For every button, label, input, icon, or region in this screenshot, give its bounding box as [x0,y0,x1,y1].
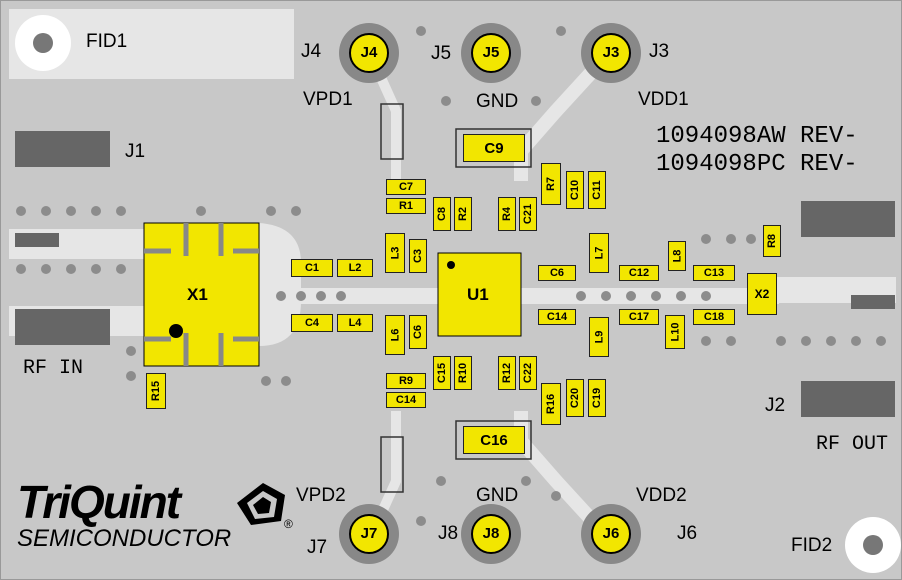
j8-pin: J8 [482,525,500,542]
l7: L7 [589,233,609,273]
j2-pad [801,381,895,417]
r15: R15 [146,373,166,409]
c20: C20 [566,379,584,417]
j1-pad [15,131,110,167]
c4: C4 [291,314,333,332]
c9: C9 [463,134,525,162]
c17: C17 [619,309,659,325]
part-number-1: 1094098AW REV- [656,123,858,150]
j6-pin: J6 [602,525,620,542]
l4: L4 [337,314,373,332]
l2: L2 [337,259,373,277]
c15: C15 [433,356,451,390]
c3: C3 [409,239,427,273]
c19: C19 [588,379,606,417]
c12: C12 [619,265,659,281]
l3: L3 [385,233,405,273]
fid2-label: FID2 [791,535,833,556]
logo-emblem [237,483,285,525]
rf-out-pad-mid [851,295,895,309]
j4-pin: J4 [360,44,378,61]
j1-label: J1 [125,141,146,162]
c18: C18 [693,309,735,325]
logo-brand: TriQuint [17,476,181,528]
fid1-label: FID1 [86,31,128,52]
r2: R2 [454,197,472,231]
c1: C1 [291,259,333,277]
via-field [16,26,886,526]
jack-rings [339,23,641,564]
c22: C22 [519,356,537,390]
c14b: C14 [386,392,426,408]
u1-pin1-dot [447,261,455,269]
c10: C10 [566,171,584,209]
x1-body [143,222,260,367]
c13: C13 [693,265,735,281]
j6-name: VDD2 [636,485,687,506]
j3-name: VDD1 [638,89,689,110]
j4-name: VPD1 [303,89,353,110]
c16: C16 [463,426,525,454]
c6: C6 [409,315,427,349]
c14: C14 [538,309,576,325]
r1: R1 [386,198,426,214]
rf-in-pad-top [15,233,59,247]
x1-label: X1 [187,285,208,304]
u1-label: U1 [467,285,489,304]
j5-pin: J5 [482,44,500,61]
j3-pin: J3 [602,44,620,61]
vdd1-trace [514,46,617,181]
c7: C7 [386,179,426,195]
r10: R10 [454,356,472,390]
rf-in-label: RF IN [23,357,84,380]
c8: C8 [433,197,451,231]
logo-sub: SEMICONDUCTOR [17,525,232,552]
x2: X2 [747,273,777,315]
rf-out-pad-top [801,201,895,237]
j7-pin: J7 [360,525,378,542]
c6-right: C6 [538,265,576,281]
rf-in-pad-bot [15,309,110,345]
x1-curve [259,223,301,346]
x1-pin1-dot [169,324,183,338]
l10: L10 [665,315,685,349]
r4: R4 [498,197,516,231]
c21: C21 [519,197,537,231]
r7: R7 [541,163,561,205]
j6-ref: J6 [677,523,698,544]
j7-ref: J7 [307,537,328,558]
j3-ref: J3 [649,41,670,62]
r16: R16 [541,383,561,425]
r9: R9 [386,373,426,389]
x1-pins [144,223,259,366]
j5-ref: J5 [431,43,452,64]
r12: R12 [498,356,516,390]
rf-out-label: RF OUT [816,433,889,456]
logo-registered: ® [284,517,293,531]
j8-ref: J8 [438,523,459,544]
l9: L9 [589,317,609,357]
fid1-dot [33,33,53,53]
fid2-dot [863,535,883,555]
l8: L8 [668,241,686,271]
j7-name: VPD2 [296,485,346,506]
l6: L6 [385,315,405,355]
j2-label: J2 [765,395,786,416]
j5-name: GND [476,91,519,112]
c11: C11 [588,171,606,209]
triquint-logo: TriQuint SEMICONDUCTOR [17,479,231,551]
outlines [380,103,532,493]
part-number-2: 1094098PC REV- [656,151,858,178]
j8-name: GND [476,485,519,506]
j4-ref: J4 [301,41,322,62]
r8: R8 [763,225,781,257]
